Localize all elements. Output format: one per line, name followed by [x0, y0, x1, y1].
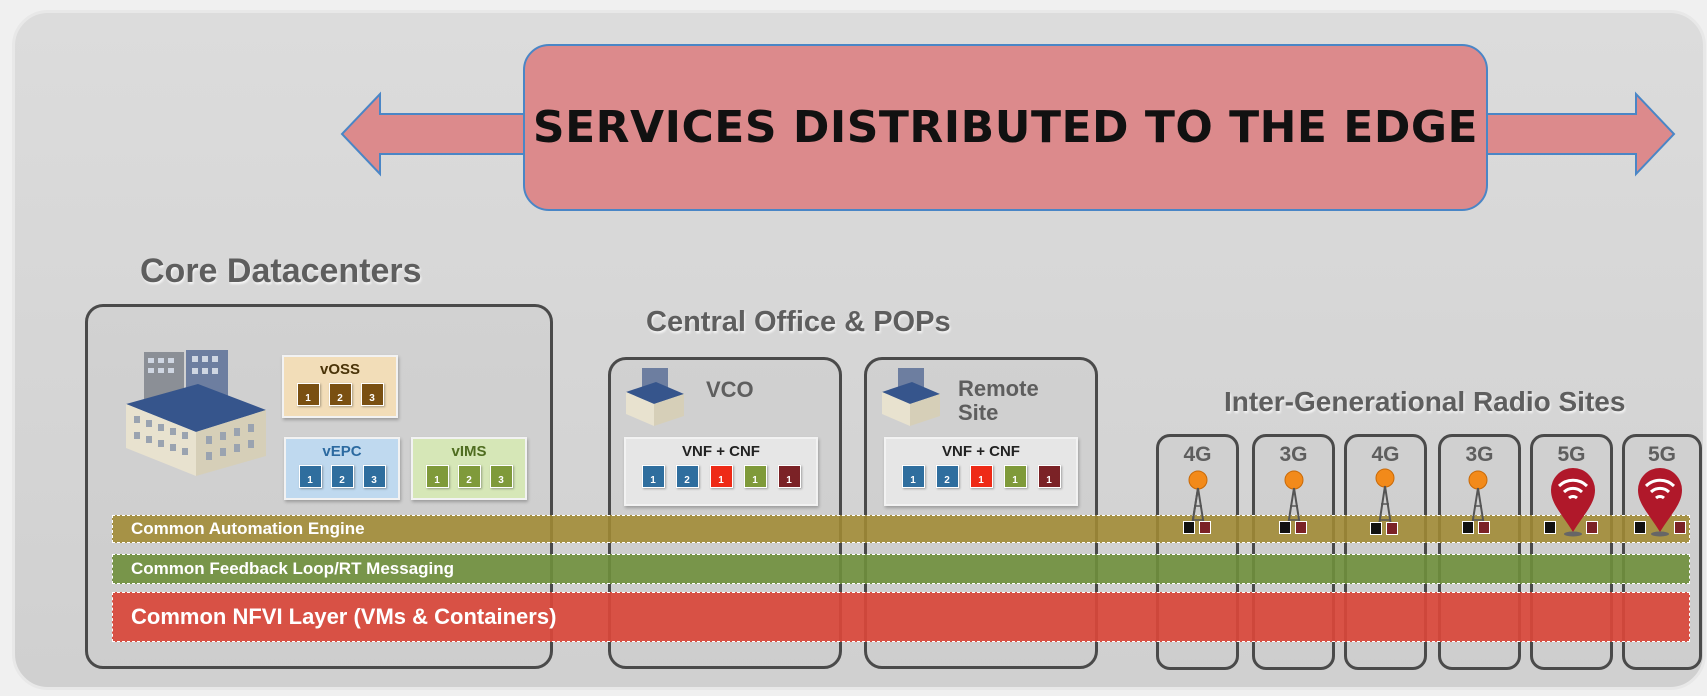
- radio-site-6-function-b: [1674, 521, 1686, 534]
- vims-vnf-2: 2: [457, 465, 481, 488]
- vepc-vnf-1: 1: [298, 465, 322, 488]
- remote-cnf-1: 1: [969, 465, 993, 488]
- vco-building-icon: [626, 368, 684, 426]
- left-arrow: [340, 91, 526, 177]
- central-office-title: Central Office & POPs: [646, 306, 951, 338]
- vco-vnf-tile: VNF + CNF 1 2 1 1 1: [624, 437, 818, 506]
- vims-tile: vIMS 1 2 3: [411, 437, 527, 500]
- radio-site-5-fn-b: [1586, 521, 1598, 534]
- vepc-vnf-2: 2: [330, 465, 354, 488]
- radio-site-4-functions: [1462, 521, 1490, 534]
- radio-site-2-label: 3G: [1279, 443, 1308, 466]
- radio-site-2-fn-b: [1295, 521, 1307, 534]
- radio-site-2-functions: [1279, 521, 1307, 534]
- radio-site-3-fn-a: [1370, 522, 1382, 535]
- feedback-loop-layer: Common Feedback Loop/RT Messaging: [112, 554, 1690, 584]
- radio-site-4-label: 3G: [1465, 443, 1494, 466]
- vepc-tile: vEPC 1 2 3: [284, 437, 400, 500]
- vims-label: vIMS: [451, 443, 487, 460]
- vims-vnf-3: 3: [489, 465, 513, 488]
- radio-site-6-fn-b: [1674, 521, 1686, 534]
- remote-site-label: Remote Site: [958, 377, 1039, 425]
- radio-site-6-function-a: [1634, 521, 1646, 534]
- vims-vnf-1: 1: [425, 465, 449, 488]
- banner-title: SERVICES DISTRIBUTED TO THE EDGE: [532, 102, 1479, 153]
- remote-cnf-2: 1: [1003, 465, 1027, 488]
- radio-site-5-function-b: [1586, 521, 1598, 534]
- radio-site-5-function-a: [1544, 521, 1556, 534]
- automation-engine-label: Common Automation Engine: [131, 519, 365, 538]
- vco-cnf-2: 1: [743, 465, 767, 488]
- radio-site-1-functions: [1183, 521, 1211, 534]
- radio-site-5-label: 5G: [1557, 443, 1586, 466]
- right-arrow: [1485, 91, 1676, 177]
- core-datacenters-title: Core Datacenters: [140, 252, 422, 290]
- banner: SERVICES DISTRIBUTED TO THE EDGE: [523, 44, 1488, 211]
- vco-vnf-2: 2: [675, 465, 699, 488]
- nfvi-label: Common NFVI Layer (VMs & Containers): [131, 604, 557, 629]
- radio-site-4-fn-a: [1462, 521, 1474, 534]
- remote-cnf-3: 1: [1037, 465, 1061, 488]
- remote-vnf-2: 2: [935, 465, 959, 488]
- radio-site-3-fn-b: [1386, 522, 1398, 535]
- vepc-label: vEPC: [322, 443, 362, 460]
- voss-tile: vOSS 1 2 3: [282, 355, 398, 418]
- radio-site-2-fn-a: [1279, 521, 1291, 534]
- voss-label: vOSS: [319, 361, 361, 378]
- remote-site-label-line2: Site: [958, 400, 999, 425]
- remote-site-building-icon: [882, 368, 940, 426]
- radio-site-6-label: 5G: [1647, 443, 1676, 466]
- radio-site-1-fn-b: [1199, 521, 1211, 534]
- voss-vnf-2: 2: [328, 383, 352, 406]
- vepc-vnf-3: 3: [362, 465, 386, 488]
- remote-tile-label: VNF + CNF: [942, 443, 1020, 460]
- nfvi-layer: Common NFVI Layer (VMs & Containers): [112, 592, 1690, 642]
- radio-site-1-label: 4G: [1183, 443, 1212, 466]
- voss-vnf-1: 1: [296, 383, 320, 406]
- vco-label: VCO: [706, 377, 754, 402]
- datacenter-building-icon: [126, 350, 266, 476]
- automation-engine-layer: Common Automation Engine: [112, 515, 1690, 543]
- radio-site-3-functions: [1370, 522, 1398, 535]
- radio-site-4-fn-b: [1478, 521, 1490, 534]
- wifi-pin-icon-1: [1551, 468, 1595, 537]
- radio-site-3-label: 4G: [1371, 443, 1400, 466]
- voss-vnf-3: 3: [360, 383, 384, 406]
- radio-site-1-fn-a: [1183, 521, 1195, 534]
- wifi-pin-icon-2: [1638, 468, 1682, 537]
- radio-sites-title: Inter-Generational Radio Sites: [1224, 386, 1626, 417]
- vco-cnf-1: 1: [709, 465, 733, 488]
- remote-vnf-tile: VNF + CNF 1 2 1 1 1: [884, 437, 1078, 506]
- feedback-loop-label: Common Feedback Loop/RT Messaging: [131, 559, 455, 578]
- vco-cnf-3: 1: [777, 465, 801, 488]
- remote-site-label-line1: Remote: [958, 376, 1039, 401]
- radio-site-6-fn-a: [1634, 521, 1646, 534]
- remote-vnf-1: 1: [901, 465, 925, 488]
- radio-site-5-fn-a: [1544, 521, 1556, 534]
- vco-tile-label: VNF + CNF: [682, 443, 760, 460]
- vco-vnf-1: 1: [641, 465, 665, 488]
